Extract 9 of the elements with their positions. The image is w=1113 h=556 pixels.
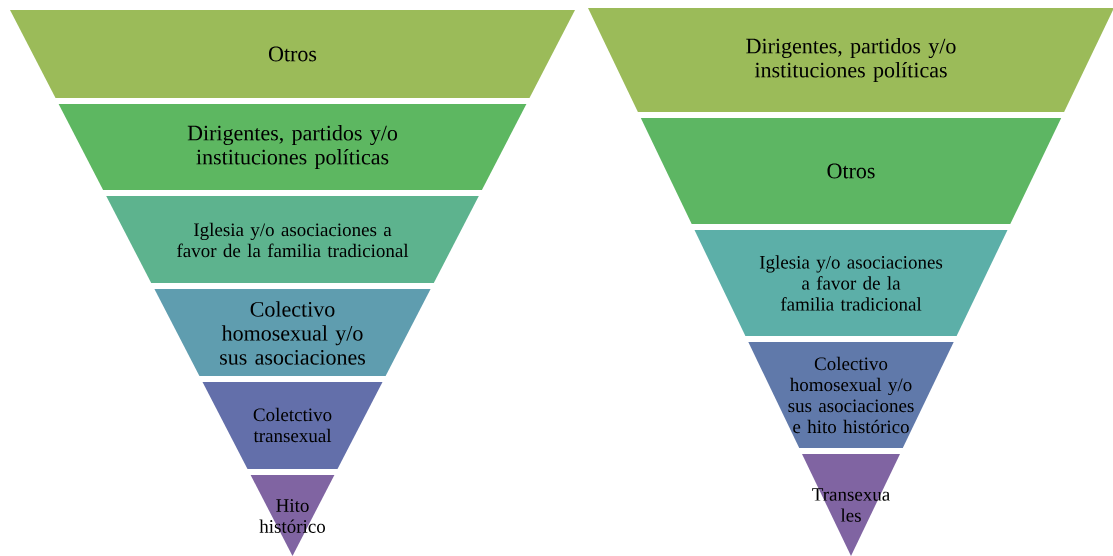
funnel-band: Iglesia y/o asociaciones a favor de la familia tradicional (106, 196, 479, 283)
funnel-band: Colectivo homosexual y/o sus asociaciones (154, 289, 431, 376)
funnel-band: Dirigentes, partidos y/o instituciones políticas (588, 8, 1113, 112)
funnel-band: Otros (10, 10, 575, 98)
funnel-band: Coletctivo transexual (202, 382, 383, 469)
funnel-band: Otros (640, 118, 1062, 224)
funnel-band: Dirigentes, partidos y/o instituciones políticas (58, 104, 527, 190)
funnel-band: Iglesia y/o asociaciones a favor de la familia tradicional (694, 230, 1008, 336)
funnel-band: Colectivo homosexual y/o sus asociaciones e hito histórico (748, 342, 954, 448)
